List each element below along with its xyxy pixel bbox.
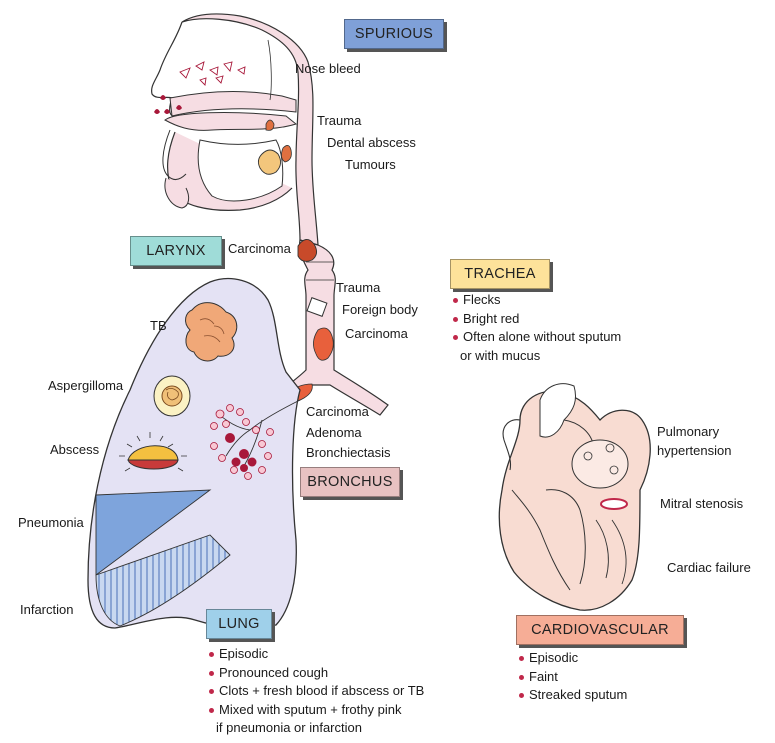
list-item: Flecks bbox=[452, 291, 621, 310]
list-item: Episodic bbox=[208, 645, 424, 664]
heading-larynx: LARYNX bbox=[130, 236, 222, 266]
heart-drawing bbox=[498, 383, 651, 611]
label-tb: TB bbox=[150, 318, 167, 333]
label-aspergilloma: Aspergilloma bbox=[48, 378, 124, 393]
label-larynx-carcinoma: Carcinoma bbox=[228, 241, 291, 256]
label-pulmonary: Pulmonary bbox=[657, 424, 720, 439]
label-trachea-carcinoma: Carcinoma bbox=[345, 326, 408, 341]
list-item: Faint bbox=[518, 668, 627, 687]
label-abscess: Abscess bbox=[50, 442, 100, 457]
label-infarction: Infarction bbox=[20, 602, 74, 617]
trachea-drawing bbox=[266, 239, 389, 417]
list-item: Pronounced cough bbox=[208, 664, 424, 683]
label-trachea-trauma: Trauma bbox=[336, 280, 381, 295]
heading-trachea: TRACHEA bbox=[450, 259, 550, 289]
lung-features-list: Episodic Pronounced cough Clots + fresh … bbox=[208, 645, 424, 738]
label-tumours: Tumours bbox=[345, 157, 396, 172]
label-hypertension: hypertension bbox=[657, 443, 732, 458]
label-mitral-stenosis: Mitral stenosis bbox=[660, 496, 744, 511]
label-nose-bleed: Nose bleed bbox=[295, 61, 361, 76]
lung-drawing bbox=[87, 278, 301, 629]
label-adenoma: Adenoma bbox=[306, 425, 362, 440]
heading-cardiovascular: CARDIOVASCULAR bbox=[516, 615, 684, 645]
list-item: Bright red bbox=[452, 310, 621, 329]
heading-bronchus: BRONCHUS bbox=[300, 467, 400, 497]
trachea-features-list: Flecks Bright red Often alone without sp… bbox=[452, 291, 621, 365]
heading-spurious: SPURIOUS bbox=[344, 19, 444, 49]
heading-lung: LUNG bbox=[206, 609, 272, 639]
label-bronchus-carcinoma: Carcinoma bbox=[306, 404, 369, 419]
label-bronchiectasis: Bronchiectasis bbox=[306, 445, 391, 460]
list-item: Streaked sputum bbox=[518, 686, 627, 705]
label-foreign-body: Foreign body bbox=[342, 302, 418, 317]
label-trauma-upper: Trauma bbox=[317, 113, 362, 128]
label-cardiac-failure: Cardiac failure bbox=[667, 560, 751, 575]
list-item: Clots + fresh blood if abscess or TB bbox=[208, 682, 424, 701]
head-airway-drawing bbox=[151, 13, 319, 246]
label-dental-abscess: Dental abscess bbox=[327, 135, 416, 150]
list-item: Episodic bbox=[518, 649, 627, 668]
cardio-features-list: Episodic Faint Streaked sputum bbox=[518, 649, 627, 705]
label-pneumonia: Pneumonia bbox=[18, 515, 84, 530]
